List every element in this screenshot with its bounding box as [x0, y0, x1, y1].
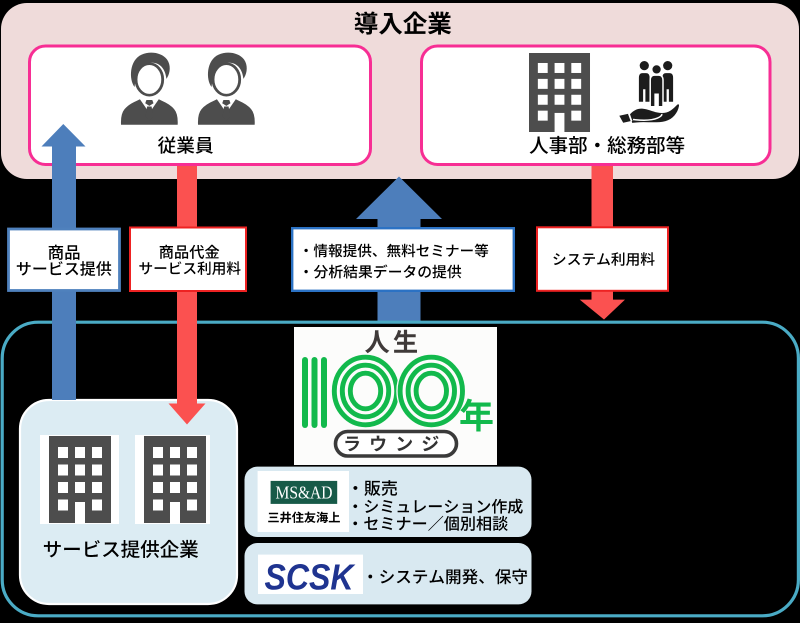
svg-text:MS&AD: MS&AD — [276, 482, 333, 502]
svg-text:SCSK: SCSK — [265, 557, 357, 598]
